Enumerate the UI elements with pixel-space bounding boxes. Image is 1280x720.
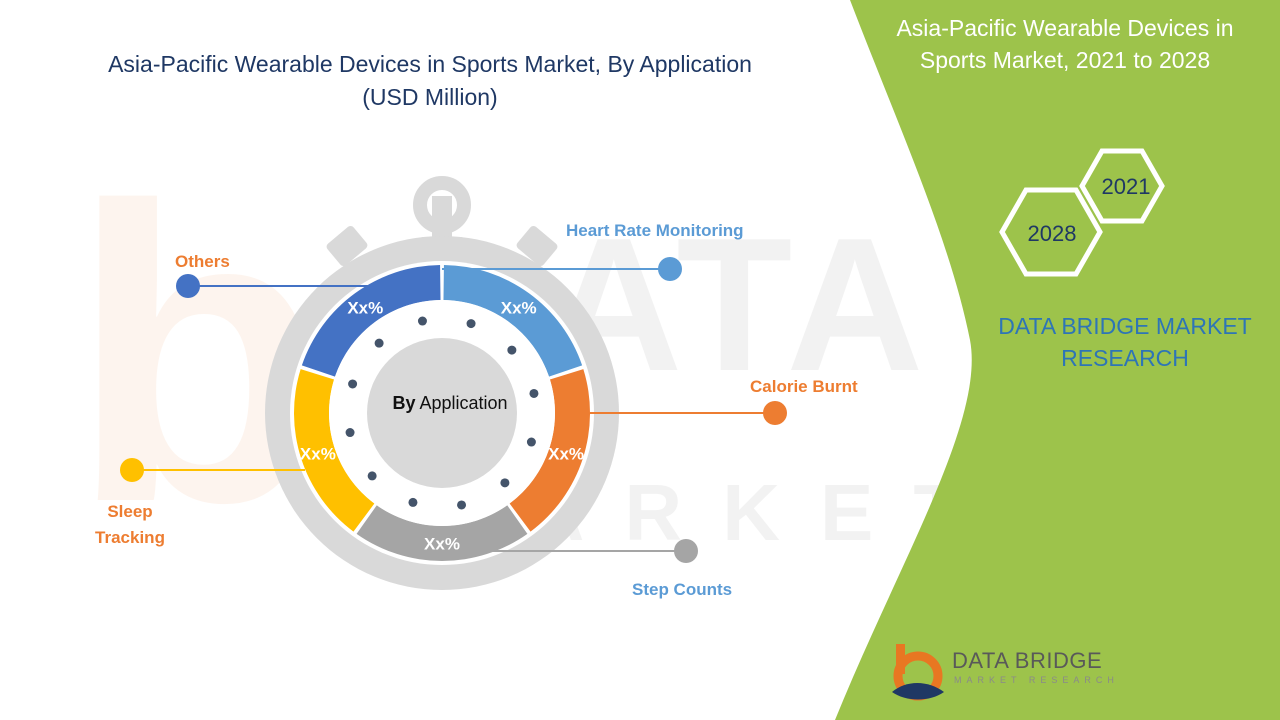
year-start-label: 2021 [1102, 174, 1151, 199]
leader-dot [763, 401, 787, 425]
category-label: Heart Rate Monitoring [566, 218, 744, 244]
dial-dot [408, 497, 418, 507]
donut-slice [301, 265, 441, 377]
slice-value-label: Xx% [347, 298, 383, 317]
dial-dots [345, 316, 539, 510]
category-label: Step Counts [632, 577, 732, 603]
chart-title: Asia-Pacific Wearable Devices in Sports … [60, 48, 800, 114]
category-label-line: Tracking [95, 528, 165, 547]
chart-title-text: Asia-Pacific Wearable Devices in Sports … [108, 51, 752, 77]
dial-dot [466, 319, 476, 329]
dial-dot [374, 338, 384, 348]
chart-subtitle: (USD Million) [362, 84, 498, 110]
leader-endpoint-dots [120, 257, 787, 563]
value-labels: Xx% Xx% Xx% Xx% Xx% [300, 298, 584, 553]
logo-tagline: MARKET RESEARCH [954, 675, 1119, 685]
center-label-text: Application [419, 393, 508, 413]
leader-dot [120, 458, 144, 482]
hexagon-2028 [999, 187, 1103, 277]
dial-dot [529, 388, 539, 398]
center-label-bold: By [392, 393, 416, 413]
donut-slices [294, 265, 590, 562]
category-label-line: Heart Rate Monitoring [566, 221, 744, 240]
leader-lines [132, 268, 775, 552]
dial-dot [367, 471, 377, 481]
category-label-line: Sleep [107, 502, 153, 521]
leader-dot [176, 274, 200, 298]
donut-slice [509, 369, 590, 532]
logo-icon [892, 644, 944, 701]
center-label: By Application [368, 393, 532, 414]
brand-name: DATA BRIDGE MARKET RESEARCH [998, 313, 1252, 371]
leader-dot [658, 257, 682, 281]
category-label-line: Step Counts [632, 580, 733, 599]
leader-dot [674, 539, 698, 563]
dial-dot [526, 437, 536, 447]
slice-value-label: Xx% [300, 444, 336, 463]
logo-name: DATA BRIDGE [952, 648, 1103, 673]
category-label-line: Others [175, 252, 230, 271]
side-panel-background [835, 0, 1280, 720]
side-panel-title: Asia-Pacific Wearable Devices in Sports … [896, 15, 1234, 73]
category-label: Others [175, 249, 230, 275]
center-disc [367, 338, 517, 488]
donut-slice [356, 505, 528, 562]
slice-value-label: Xx% [424, 535, 460, 554]
donut-slice [443, 265, 583, 377]
dial-dot [457, 500, 467, 510]
year-end-label: 2028 [1028, 221, 1077, 246]
category-label: Calorie Burnt [750, 374, 858, 400]
dial-dot [345, 428, 355, 438]
slice-value-label: Xx% [501, 298, 537, 317]
category-label-line: Calorie Burnt [750, 377, 858, 396]
donut-slice [294, 369, 375, 532]
dial-dot [500, 478, 510, 488]
slice-value-label: Xx% [548, 444, 584, 463]
dial-dot [348, 379, 358, 389]
hexagon-2021 [1079, 148, 1165, 224]
dial-dot [507, 345, 517, 355]
dial-dot [417, 316, 427, 326]
